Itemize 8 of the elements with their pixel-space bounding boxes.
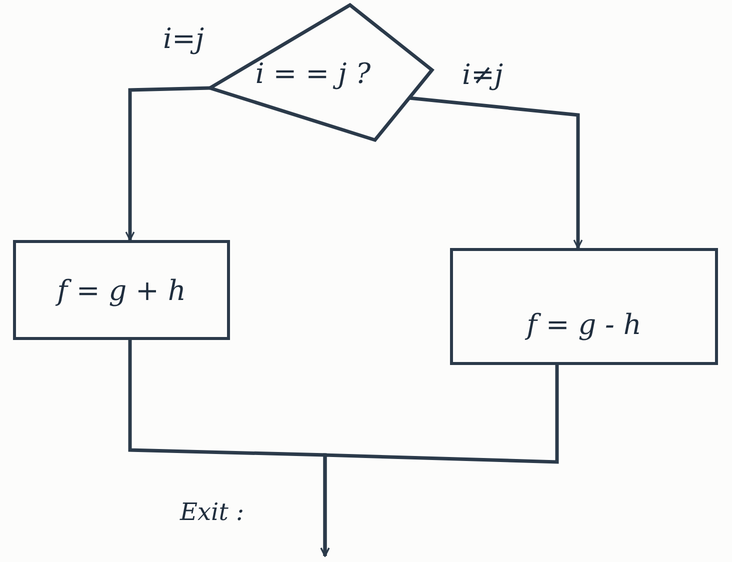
statement-text: f = g - h — [526, 308, 642, 341]
arrow — [409, 96, 583, 249]
arrow — [320, 365, 559, 557]
condition-text: i = = j ? — [255, 56, 371, 90]
statement-text: f = g + h — [57, 274, 186, 306]
arrow — [125, 86, 210, 241]
process-box — [13, 240, 230, 340]
process-box — [450, 248, 718, 365]
